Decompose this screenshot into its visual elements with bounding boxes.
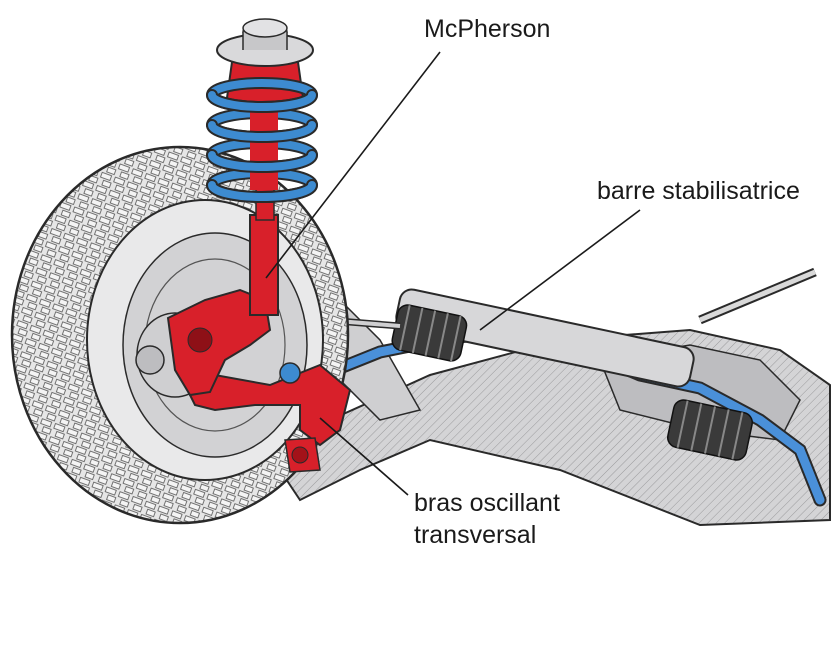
steering-rack [299,288,754,461]
label-stabilizer-bar: barre stabilisatrice [597,177,800,205]
coil-spring [206,77,318,203]
leader-stabilizer-bar [479,209,641,331]
steering-column [698,267,817,325]
leader-mcpherson [265,51,441,279]
label-control-arm-line1: bras oscillant [414,489,560,517]
label-control-arm-line2: transversal [414,521,537,549]
lower-control-arm [183,362,352,473]
leader-lines [265,51,641,496]
label-mcpherson: McPherson [424,15,551,43]
leader-control-arm [319,417,409,496]
